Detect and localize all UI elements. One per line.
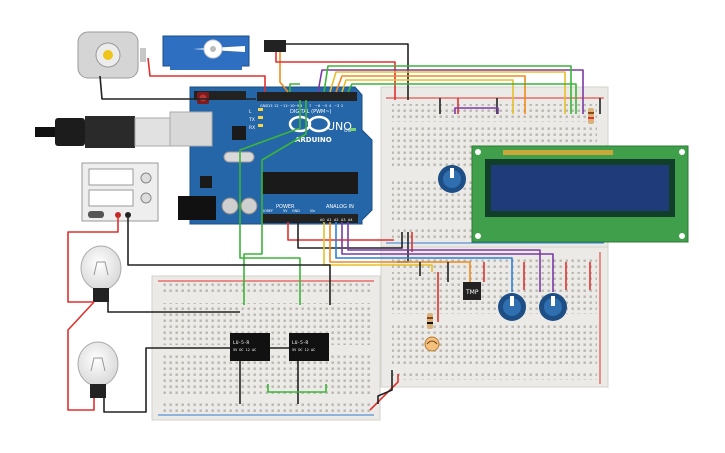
wire bbox=[287, 222, 394, 241]
svg-text:~5: ~5 bbox=[322, 104, 327, 108]
wire bbox=[323, 222, 433, 272]
svg-text:A3: A3 bbox=[341, 218, 345, 222]
svg-text:4: 4 bbox=[329, 104, 332, 108]
svg-text:7: 7 bbox=[309, 104, 311, 108]
potentiometer-icon bbox=[539, 293, 567, 321]
svg-text:2: 2 bbox=[341, 104, 343, 108]
wire bbox=[297, 222, 403, 249]
wire bbox=[267, 384, 327, 393]
usb-cable-icon bbox=[35, 116, 171, 148]
svg-text:A2: A2 bbox=[334, 218, 338, 222]
resistor-icon bbox=[588, 108, 594, 124]
wire bbox=[323, 65, 572, 114]
l-label: L bbox=[249, 109, 252, 115]
light-bulb-icon bbox=[77, 341, 119, 398]
rx-label: RX bbox=[249, 125, 255, 131]
svg-text:~10: ~10 bbox=[287, 104, 295, 108]
arduino-uno-board: ARDUINO UNO DIGITAL (PWM~) POWER ANALOG … bbox=[169, 86, 373, 225]
power-supply-icon bbox=[81, 162, 159, 222]
wire bbox=[279, 52, 289, 93]
relay-module: LU-5-R 5V DC 12 AC bbox=[289, 333, 329, 361]
arduino-model: UNO bbox=[327, 120, 352, 133]
svg-text:GND: GND bbox=[260, 104, 268, 108]
svg-text:A1: A1 bbox=[327, 218, 331, 222]
wire bbox=[239, 100, 301, 305]
wire bbox=[454, 107, 499, 114]
on-label: ON bbox=[344, 128, 351, 134]
relay-module: LU-5-R 5V DC 12 AC bbox=[230, 333, 270, 361]
wire bbox=[67, 218, 119, 303]
wire bbox=[289, 83, 300, 92]
svg-text:~6: ~6 bbox=[315, 104, 321, 108]
wire bbox=[377, 370, 393, 404]
wire bbox=[347, 222, 541, 292]
wire bbox=[341, 222, 554, 292]
lcd-display-icon bbox=[471, 145, 689, 243]
breadboard-bottom-right bbox=[380, 246, 609, 388]
arduino-brand: ARDUINO bbox=[295, 136, 332, 144]
svg-text:GND: GND bbox=[292, 209, 300, 213]
tx-label: TX bbox=[248, 117, 255, 123]
svg-text:13: 13 bbox=[268, 104, 273, 108]
wire bbox=[329, 222, 471, 282]
svg-text:~3: ~3 bbox=[334, 104, 339, 108]
servo-motor-icon bbox=[162, 35, 286, 70]
temperature-sensor: TMP bbox=[463, 282, 481, 300]
digital-label: DIGITAL (PWM~) bbox=[290, 109, 332, 115]
wire bbox=[67, 301, 95, 411]
digital-pin-labels: GND 13 12 ~11 ~10 ~9 8 7 ~6 ~5 4 ~3 2 bbox=[260, 104, 343, 108]
analog-label: ANALOG IN bbox=[326, 204, 354, 210]
wire bbox=[317, 69, 584, 114]
wire bbox=[286, 43, 409, 100]
wire bbox=[335, 222, 513, 292]
svg-text:LU-5-R: LU-5-R bbox=[292, 340, 309, 346]
wire bbox=[243, 100, 307, 305]
svg-text:A0: A0 bbox=[320, 218, 324, 222]
power-label: POWER bbox=[276, 204, 295, 210]
svg-text:~11: ~11 bbox=[280, 104, 288, 108]
wire bbox=[103, 347, 230, 413]
wire bbox=[275, 52, 396, 100]
potentiometer-icon bbox=[498, 293, 526, 321]
svg-text:5V DC 12 AC: 5V DC 12 AC bbox=[292, 348, 315, 352]
photoresistor-icon bbox=[424, 336, 440, 352]
svg-text:A4: A4 bbox=[348, 218, 352, 222]
wire bbox=[329, 71, 566, 114]
wire bbox=[335, 75, 526, 114]
analog-pin-labels: A0 A1 A2 A3 A4 bbox=[320, 218, 352, 222]
svg-text:5V: 5V bbox=[283, 209, 288, 213]
wire bbox=[341, 79, 514, 114]
svg-text:Vin: Vin bbox=[310, 209, 315, 213]
wire bbox=[369, 374, 399, 411]
svg-text:LU-5-R: LU-5-R bbox=[233, 340, 250, 346]
wires bbox=[67, 43, 601, 413]
wire bbox=[127, 218, 331, 305]
wire bbox=[347, 83, 577, 114]
svg-text:~9: ~9 bbox=[294, 104, 300, 108]
svg-text:5V DC 12 AC: 5V DC 12 AC bbox=[233, 348, 256, 352]
wire bbox=[99, 75, 256, 100]
light-bulb-icon bbox=[80, 245, 122, 302]
wire bbox=[107, 302, 240, 313]
svg-text:12: 12 bbox=[274, 104, 279, 108]
potentiometer-icon bbox=[438, 165, 466, 193]
svg-text:IOREF: IOREF bbox=[263, 209, 273, 213]
power-pin-labels: IOREF 5V GND Vin bbox=[263, 209, 315, 213]
dc-motor-icon bbox=[77, 31, 146, 79]
wire bbox=[147, 57, 266, 92]
tmp-label: TMP bbox=[465, 289, 479, 296]
svg-text:8: 8 bbox=[300, 104, 303, 108]
resistor-icon bbox=[427, 313, 433, 329]
